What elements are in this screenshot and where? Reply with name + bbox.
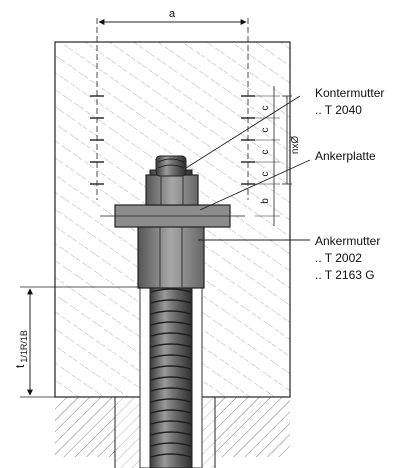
thread-rib — [150, 453, 192, 458]
left-bolt-markers — [90, 95, 104, 185]
dimension-chain-right: c c c c b nxØ — [255, 86, 301, 226]
label-ankermutter: Ankermutter — [315, 234, 380, 248]
dimension-t: t1/1R/1B — [13, 286, 140, 398]
thread-rib — [150, 365, 192, 370]
dim-c-4: c — [260, 172, 271, 177]
callout-ankermutter: Ankermutter .. T 2002 .. T 2163 G — [315, 234, 380, 282]
dimension-t-label: t1/1R/1B — [13, 330, 29, 368]
thread-rib — [150, 288, 192, 293]
label-kontermutter: Kontermutter — [315, 86, 384, 100]
label-kontermutter-ref: .. T 2040 — [315, 103, 362, 117]
right-bolt-markers — [241, 95, 255, 185]
dim-c-3: c — [260, 150, 271, 155]
thread-rib — [150, 321, 192, 326]
thread-rib — [150, 398, 192, 403]
thread-rib — [150, 387, 192, 392]
thread-rib — [150, 376, 192, 381]
dimension-a: a — [96, 8, 249, 200]
thread-rib — [150, 442, 192, 447]
label-ankerplatte: Ankerplatte — [315, 149, 376, 163]
thread-rib — [150, 420, 192, 425]
thread-rib — [150, 354, 192, 359]
thread-rib — [150, 332, 192, 337]
label-ankermutter-ref-2: .. T 2163 G — [315, 268, 375, 282]
anchor-plate — [100, 204, 245, 228]
thread-rib — [150, 310, 192, 315]
callout-kontermutter: Kontermutter .. T 2040 — [315, 86, 384, 117]
thread-ribs — [150, 288, 192, 458]
dim-n-phi: nxØ — [290, 136, 301, 155]
callout-ankerplatte: Ankerplatte — [315, 149, 376, 163]
thread-rib — [150, 299, 192, 304]
callout-leaders — [185, 95, 311, 241]
dim-c-1: c — [260, 106, 271, 111]
thread-rib — [150, 431, 192, 436]
thread-rib — [150, 343, 192, 348]
dim-c-2: c — [260, 128, 271, 133]
label-ankermutter-ref-1: .. T 2002 — [315, 251, 362, 265]
dim-b: b — [260, 198, 271, 204]
thread-rib — [150, 409, 192, 414]
dimension-a-label: a — [169, 8, 176, 20]
lock-nut — [145, 155, 199, 206]
